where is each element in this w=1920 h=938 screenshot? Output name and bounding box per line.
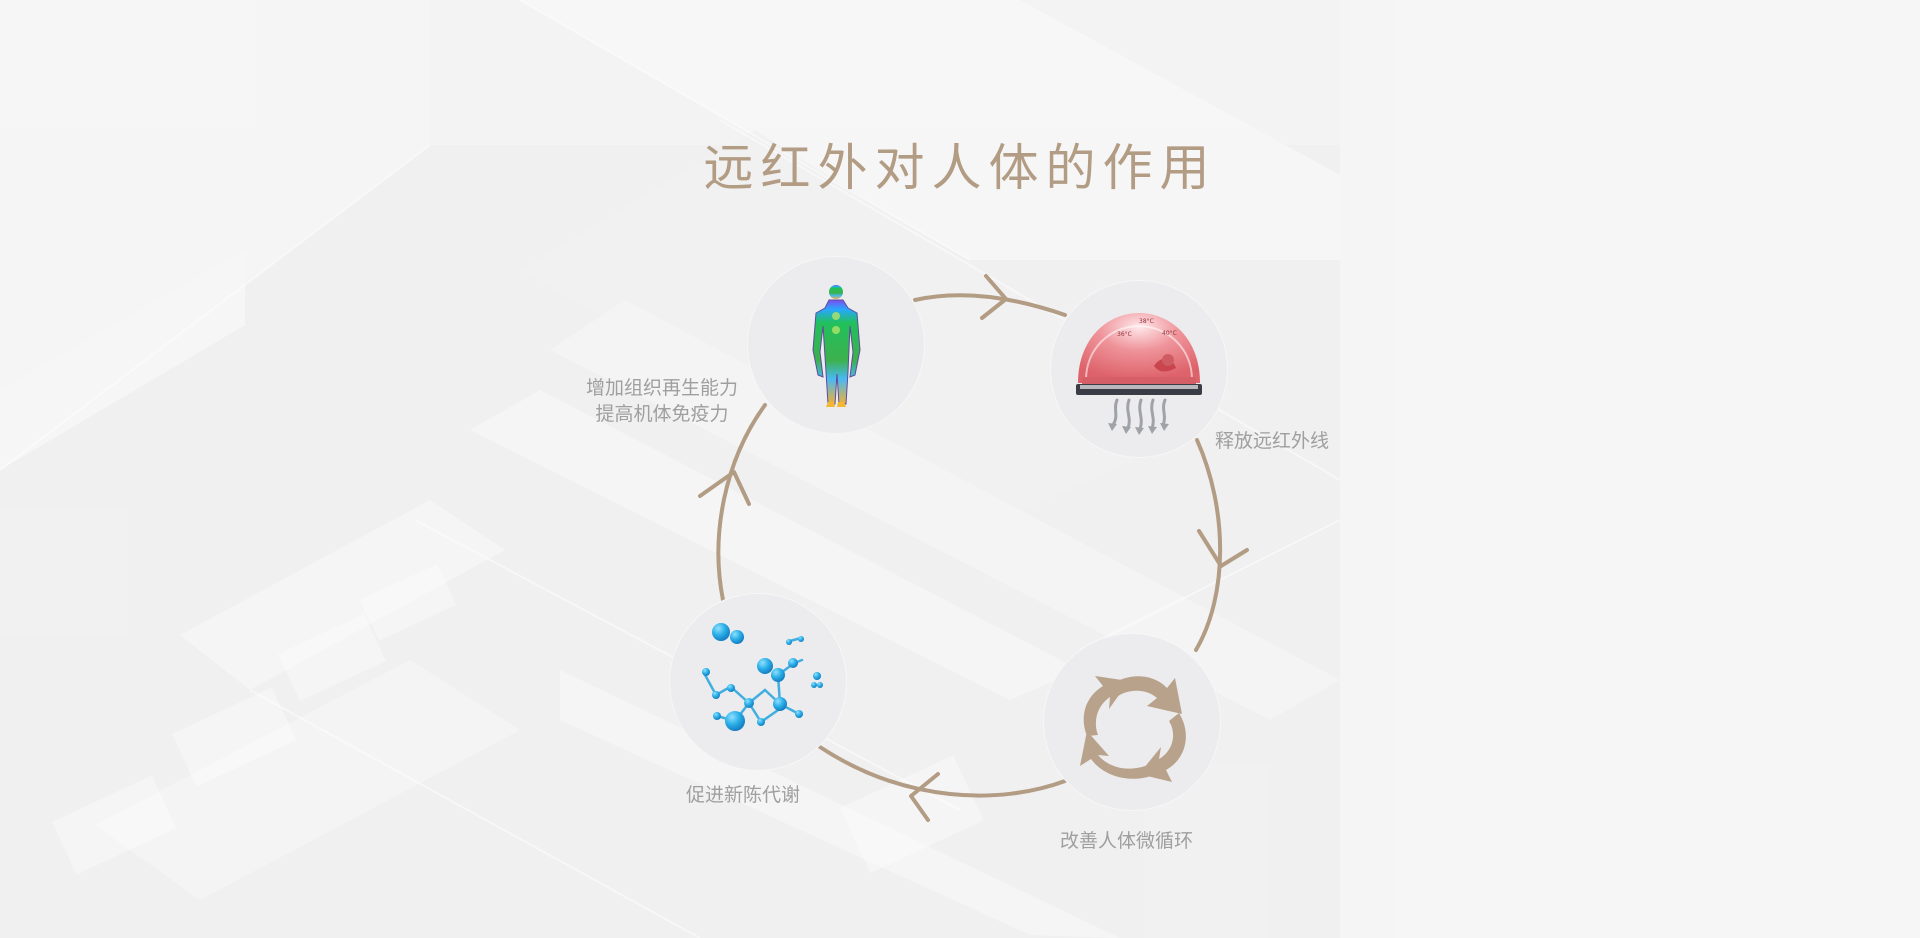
step-release-infrared: 36°C 38°C 40°C — [1050, 280, 1228, 458]
step-label-line-1: 增加组织再生能力 — [585, 377, 738, 399]
svg-text:38°C: 38°C — [1139, 318, 1154, 325]
molecule-icon — [702, 623, 823, 731]
step-label-release-infrared: 释放远红外线 — [1215, 430, 1330, 452]
diagram-title: 远红外对人体的作用 — [703, 139, 1217, 197]
svg-text:40°C: 40°C — [1162, 330, 1177, 337]
step-improve-circulation — [1043, 633, 1221, 811]
step-label-metabolism: 促进新陈代谢 — [686, 784, 801, 806]
connector-right — [1194, 438, 1223, 652]
connector-bottom — [818, 745, 1067, 798]
step-label-line-2: 提高机体免疫力 — [595, 403, 729, 425]
step-metabolism — [669, 593, 847, 771]
step-label-improve-circulation: 改善人体微循环 — [1060, 830, 1194, 852]
step-regeneration-immunity — [747, 256, 925, 434]
chevron-arrow-icon — [1197, 529, 1249, 568]
infrared-warmer-icon: 36°C 38°C 40°C — [1076, 313, 1202, 435]
connector-left — [716, 403, 767, 602]
chevron-arrow-icon — [909, 772, 940, 822]
chevron-arrow-icon — [698, 470, 751, 506]
human-body-icon — [812, 285, 861, 407]
cycle-arrows-icon — [1080, 676, 1186, 782]
connector-top-right — [913, 293, 1067, 317]
svg-text:36°C: 36°C — [1117, 331, 1132, 338]
chevron-arrow-icon — [980, 274, 1008, 320]
step-label-regeneration-immunity: 增加组织再生能力 提高机体免疫力 — [582, 375, 742, 427]
